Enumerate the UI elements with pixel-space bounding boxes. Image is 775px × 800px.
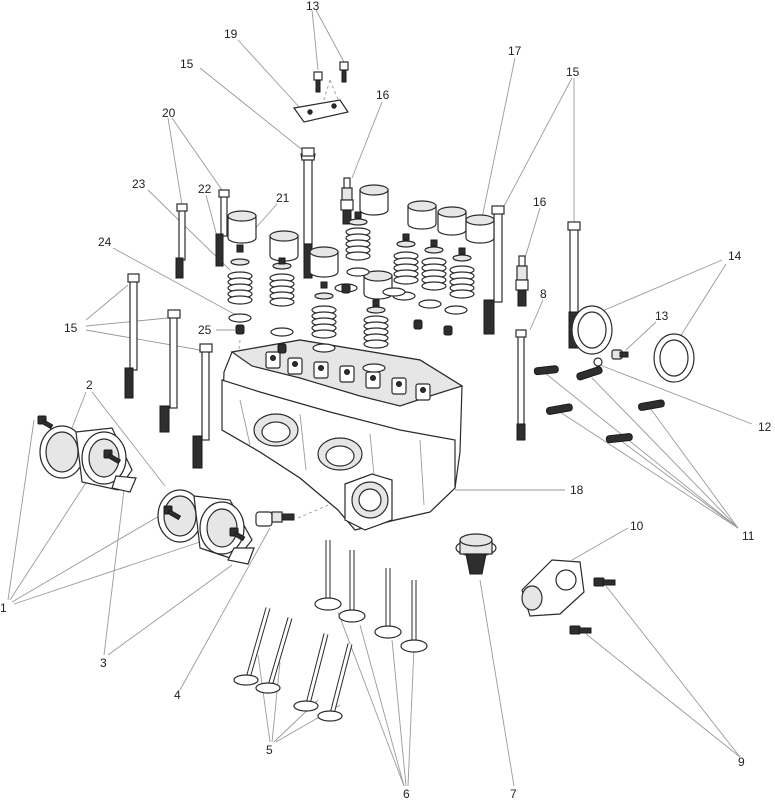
callout-10: 10: [630, 519, 644, 533]
valve-train-components: [227, 184, 495, 373]
spring-7: [449, 265, 475, 299]
intake-manifold-right: [157, 489, 255, 565]
cylinder-head: [221, 339, 464, 531]
spark-plug-right: [515, 255, 529, 307]
leader-lines: [7, 9, 753, 787]
callout-5: 5: [266, 743, 273, 757]
head-bolt-left-1: [124, 273, 140, 399]
callout-14: 14: [728, 249, 742, 263]
spring-seats: [228, 267, 468, 373]
callout-19: 19: [224, 27, 238, 41]
banjo-screw: [611, 349, 629, 360]
callout-20: 20: [162, 106, 176, 120]
head-bolt-left-2: [159, 309, 181, 433]
spring-1: [227, 271, 253, 305]
head-bolt-top: [300, 147, 316, 279]
spring-retainers: [230, 211, 472, 314]
exhaust-valves: [233, 607, 353, 722]
spring-6: [421, 257, 447, 291]
sealing-washer: [593, 357, 603, 367]
callout-16-top: 16: [376, 88, 390, 102]
cover-bolts: [569, 577, 616, 635]
thermostat-housing-boss: [344, 473, 393, 531]
callout-15-left: 15: [64, 321, 78, 335]
thermostat: [455, 533, 497, 575]
exhaust-studs: [533, 365, 665, 444]
callout-15-right: 15: [566, 65, 580, 79]
callout-13-right: 13: [655, 309, 669, 323]
callout-8: 8: [540, 287, 547, 301]
callout-23: 23: [132, 177, 146, 191]
plate-screws: [313, 61, 349, 93]
spring-2: [269, 273, 295, 307]
head-bolt-top-right-1: [483, 205, 505, 335]
short-bolts: [175, 189, 230, 279]
exhaust-gaskets: [571, 305, 695, 383]
callout-11: 11: [742, 529, 755, 543]
spring-5: [393, 251, 419, 285]
spring-8: [363, 315, 389, 349]
valve-stem-seals: [235, 283, 453, 354]
spark-plugs: [340, 177, 529, 307]
callout-1: 1: [0, 601, 7, 615]
temperature-sensor: [255, 511, 295, 527]
callout-24: 24: [98, 235, 112, 249]
callout-3: 3: [100, 656, 107, 670]
callout-4: 4: [174, 688, 181, 702]
spring-4: [311, 305, 337, 339]
camshaft-journals: [265, 351, 431, 401]
callout-22: 22: [198, 182, 212, 196]
thermostat-cover: [521, 559, 585, 617]
callout-2: 2: [86, 378, 93, 392]
callout-15-top: 15: [180, 57, 194, 71]
intake-ports: [253, 413, 363, 471]
head-bolt-left-3: [192, 343, 213, 469]
callout-12: 12: [758, 420, 772, 434]
callout-7: 7: [510, 787, 517, 800]
oil-tube: [515, 329, 527, 441]
callout-9: 9: [738, 755, 745, 769]
spark-plug-top: [340, 177, 354, 225]
callout-21: 21: [276, 191, 290, 205]
spring-3: [345, 227, 371, 261]
intake-manifold-left: [39, 425, 137, 493]
callout-13-top: 13: [306, 0, 320, 13]
intake-valves: [314, 540, 428, 653]
callout-16-right: 16: [533, 195, 547, 209]
manifold-screws: [37, 415, 246, 542]
callout-17: 17: [508, 44, 522, 58]
callout-18: 18: [570, 483, 584, 497]
callout-25: 25: [198, 323, 212, 337]
tappet-buckets: [227, 184, 495, 300]
callout-6: 6: [403, 787, 410, 800]
valve-springs: [227, 227, 475, 349]
cover-plate: [292, 99, 349, 123]
